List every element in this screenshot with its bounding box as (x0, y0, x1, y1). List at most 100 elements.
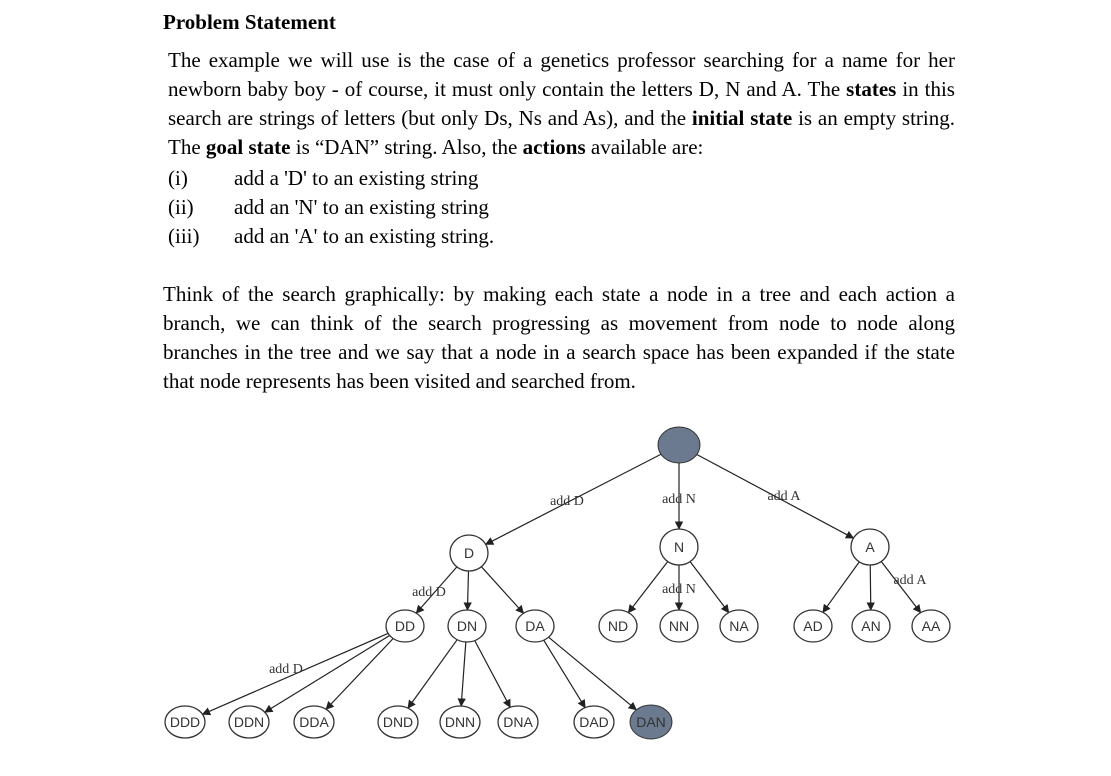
node-shape (598, 609, 638, 643)
node-shape (573, 705, 615, 739)
list-item-number: (i) (168, 166, 188, 190)
edge-DA-DAD (543, 639, 586, 709)
node-label: AA (922, 618, 941, 634)
term-goal-state: goal state (205, 135, 291, 159)
edge-root-A (696, 453, 855, 539)
node-label: DD (395, 618, 415, 634)
list-item: (i) add a 'D' to an existing string (168, 164, 494, 193)
edge-N-ND (627, 561, 669, 614)
node-label: NN (669, 618, 689, 634)
node-ND: ND (598, 609, 638, 643)
node-DAD: DAD (573, 705, 615, 739)
edge-DA-DAN (548, 636, 637, 711)
node-label: DAD (579, 714, 609, 730)
node-D: D (449, 534, 489, 572)
edge-A-AA (880, 561, 922, 614)
node-shape (449, 534, 489, 572)
intro-text-1: The example we will use is the case of a… (168, 48, 955, 101)
node-DDN: DDN (228, 705, 270, 739)
intro-text-4: is “DAN” string. Also, the (290, 135, 523, 159)
intro-text-5: available are: (585, 135, 704, 159)
edge-root-D (484, 453, 662, 545)
node-shape (497, 705, 539, 739)
intro-text-2: in this search are strings of letters (b… (168, 77, 955, 130)
node-AN: AN (851, 609, 891, 643)
node-NN: NN (659, 609, 699, 643)
node-label: DND (383, 714, 413, 730)
edge-DN-DNN (457, 641, 467, 707)
node-shape (515, 609, 555, 643)
node-DNA: DNA (497, 705, 539, 739)
term-actions: actions (522, 135, 586, 159)
node-shape (851, 609, 891, 643)
list-item-text: add an 'A' to an existing string. (234, 224, 495, 248)
node-shape (439, 705, 481, 739)
edge-label-root-d: add D (550, 494, 584, 509)
edge-label-a-aa: add A (893, 573, 927, 588)
node-label: A (865, 539, 875, 555)
node-shape (629, 704, 673, 740)
term-initial-state: initial state (691, 106, 793, 130)
node-shape (385, 609, 425, 643)
list-item-text: add an 'N' to an existing string (234, 195, 489, 219)
page-title: Problem Statement (163, 10, 336, 34)
node-label: AD (803, 618, 822, 634)
node-root (657, 426, 701, 464)
edge-label-root-n: add N (662, 492, 696, 507)
node-DAN: DAN (629, 704, 673, 740)
node-AA: AA (911, 609, 951, 643)
edge-DD-DDN (264, 634, 390, 713)
node-shape (793, 609, 833, 643)
actions-list: (i) add a 'D' to an existing string (ii) a… (168, 164, 494, 251)
node-label: AN (861, 618, 880, 634)
edge-D-DD (415, 566, 458, 614)
node-shape (659, 609, 699, 643)
list-item: (ii) add an 'N' to an existing string (168, 193, 494, 222)
node-shape (911, 609, 951, 643)
node-label: D (464, 545, 474, 561)
node-shape (164, 705, 206, 739)
node-label: DNA (503, 714, 533, 730)
list-item-text: add a 'D' to an existing string (234, 166, 479, 190)
node-shape (657, 426, 701, 464)
node-label: DNN (445, 714, 475, 730)
node-shape (293, 705, 335, 739)
edge-DD-DDD (201, 632, 389, 716)
edge-D-DN (463, 570, 472, 611)
node-shape (377, 705, 419, 739)
edge-label-dd-ddd: add D (269, 662, 303, 677)
intro-text-3: is an empty string. The (168, 106, 955, 159)
node-shape (850, 528, 890, 566)
node-label: DDN (234, 714, 264, 730)
edge-A-AD (822, 561, 860, 614)
node-label: DDD (170, 714, 200, 730)
edge-DD-DDA (325, 638, 394, 710)
node-A: A (850, 528, 890, 566)
node-DN: DN (447, 609, 487, 643)
list-item-number: (ii) (168, 195, 194, 219)
edge-label-root-a: add A (767, 489, 801, 504)
node-shape (228, 705, 270, 739)
node-label: DA (525, 618, 545, 634)
node-DDD: DDD (164, 705, 206, 739)
node-label: DN (457, 618, 477, 634)
edge-D-DA (480, 566, 525, 614)
node-shape (447, 609, 487, 643)
node-NA: NA (719, 609, 759, 643)
term-states: states (846, 77, 897, 101)
node-shape (719, 609, 759, 643)
node-DA: DA (515, 609, 555, 643)
edge-DN-DND (407, 639, 458, 709)
edge-label-d-dd: add D (412, 585, 446, 600)
node-shape (659, 528, 699, 566)
node-label: ND (608, 618, 628, 634)
list-item-number: (iii) (168, 224, 200, 248)
edge-DN-DNA (474, 640, 511, 709)
edge-N-NA (689, 561, 730, 614)
node-label: DDA (299, 714, 329, 730)
intro-paragraph: The example we will use is the case of a… (168, 46, 955, 162)
node-label: NA (729, 618, 749, 634)
node-label: DAN (636, 714, 666, 730)
